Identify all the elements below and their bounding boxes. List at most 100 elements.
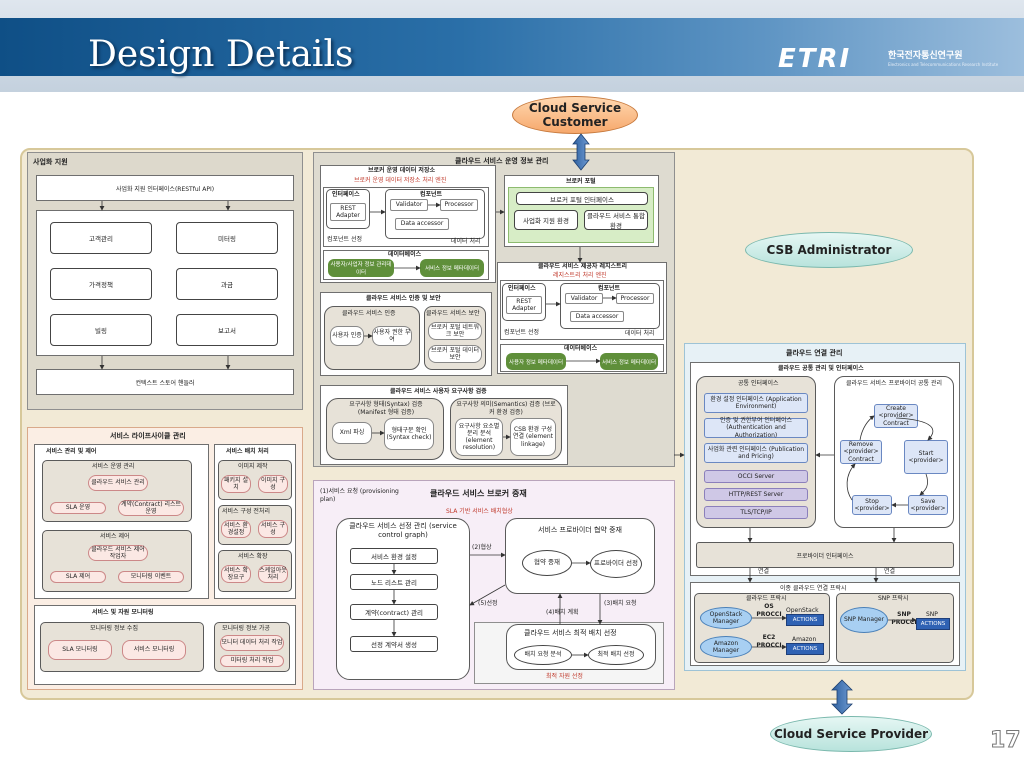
arrow-stop-remove	[846, 463, 856, 501]
provider-mgmt: 클라우드 서비스 프로바이더 공통 관리	[846, 380, 942, 387]
db-meta2: 서비스 정보 메타데이터	[600, 353, 658, 370]
sec-data: 브로커 포털 데이터 보안	[428, 345, 482, 363]
snp-proxy: SNP 프락시	[878, 595, 909, 602]
auth-title: 클라우드 서비스 인증 및 보안	[366, 295, 441, 302]
biz-metering: 미터링	[176, 222, 278, 254]
ops-title: 서비스 운영 관리	[92, 463, 135, 470]
biz-charging: 과금	[176, 268, 278, 300]
provider-double-arrow	[831, 679, 853, 715]
provider-if-box: 프로바이더 인터페이스	[696, 542, 954, 568]
registry-title: 클라우드 서비스 제공자 레지스트리	[538, 263, 628, 270]
auth-user: 사용자 인증	[330, 326, 364, 346]
store-title: 브로커 운영 데이터 저장소	[368, 167, 435, 174]
reg-data-accessor: Data accessor	[570, 311, 624, 322]
cloud-service-customer: Cloud Service Customer	[512, 96, 638, 134]
ext-title: 서비스 확장	[238, 553, 268, 560]
snp-manager: SNP Manager	[840, 607, 888, 633]
csb-administrator: CSB Administrator	[745, 232, 913, 268]
comp-label: 컴포넌트	[420, 191, 443, 198]
reg-comp-label: 컴포넌트	[598, 285, 621, 292]
portal-iface: 브로커 포털 인터페이스	[516, 192, 648, 205]
cloud-proxy: 클라우드 프락시	[746, 595, 787, 602]
step5: (5)선정	[478, 600, 498, 607]
portal-title: 브로커 포털	[566, 178, 596, 185]
openstack-label: OpenStack	[786, 607, 819, 614]
reg-iface-label: 인터페이스	[508, 285, 536, 292]
syntax-title: 요구사항 형태(Syntax) 검증 (Manifest 형태 검증)	[349, 401, 423, 416]
env-config: 서비스 환경설정	[221, 520, 251, 538]
batch-title: 서비스 배치 처리	[226, 448, 269, 455]
reg-data-proc: 데이터 처리	[625, 330, 655, 337]
provider-if: 프로바이더 인터페이스	[796, 552, 854, 560]
provision-label: (1)서비스 요청 (provisioning plan)	[320, 488, 399, 503]
mediation-title: 서비스 프로바이더 협약 중재	[538, 526, 622, 534]
pkg-install: 패키지 설치	[221, 475, 251, 493]
opt-deploy: 최적 배치 선정	[588, 645, 644, 665]
broker-title: 클라우드 서비스 브로커 중재	[430, 489, 527, 498]
logo-english: Electronics and Telecommunications Resea…	[888, 62, 999, 67]
resolution: 요구사항 요소별 분리 분석 (element resolution)	[455, 418, 503, 456]
snp-actions: ACTIONS	[916, 618, 950, 630]
opt-resource: 최적 자원 선정	[546, 673, 583, 680]
arrow-remove-create	[859, 415, 875, 441]
mon-collect: 모니터링 정보 수집	[90, 625, 138, 632]
openstack-manager: OpenStack Manager	[700, 607, 752, 629]
etri-logo: ETRI	[778, 44, 852, 74]
link-2: 연결	[884, 568, 896, 575]
scaling: 스케일아웃 처리	[258, 565, 288, 583]
biz-api-label: 사업화 지원 인터페이스(RESTful API)	[115, 185, 215, 193]
reg-db-label: 데이터베이스	[564, 345, 598, 352]
tls-server: TLS/TCP/IP	[704, 506, 808, 519]
heter-proxy: 이종 클라우드 연결 프락시	[780, 585, 847, 592]
context-store: 컨텍스트 스토어 핸들러	[36, 369, 294, 395]
syntax-check: 형태구문 확인 (Syntax check)	[384, 418, 434, 450]
slide-title: Design Details	[88, 34, 354, 75]
svc-config: 서비스 구성	[258, 520, 288, 538]
arrow-start-save	[919, 473, 928, 496]
info-title: 클라우드 서비스 운영 정보 관리	[455, 157, 549, 165]
amazon-manager: Amazon Manager	[700, 636, 752, 658]
reg-rest-adapter: REST Adapter	[506, 296, 542, 314]
stop-provider: Stop <provider>	[852, 495, 892, 515]
remove-contract: Remove <provider> Contract	[840, 440, 882, 464]
portal-biz: 사업화 지원 환경	[514, 210, 578, 230]
db-user: 사용자/사업자 정보 관리데이터	[328, 259, 394, 277]
graph-title: 클라우드 서비스 선정 관리 (service control graph)	[349, 522, 457, 539]
biz-customer: 고객관리	[50, 222, 152, 254]
metering-job: 미터링 처리 작업	[220, 655, 284, 667]
img-config: 이미지 구성	[258, 475, 288, 493]
context-store-label: 컨텍스트 스토어 핸들러	[135, 379, 195, 387]
biz-pricing: 가격정책	[50, 268, 152, 300]
sla-ctrl: SLA 제어	[50, 571, 106, 583]
mon-title: 서비스 및 자원 모니터링	[92, 609, 154, 616]
save-provider: Save <provider>	[908, 495, 948, 515]
sec-sub: 클라우드 서비스 보안	[426, 310, 480, 317]
ctrl-node: 클라우드 서비스 제어 작업자	[88, 545, 148, 561]
registry-engine: 레지스트리 처리 엔진	[553, 272, 607, 279]
monitor-event: 모니터링 이벤트	[118, 571, 184, 583]
amazon-label: Amazon	[792, 636, 817, 643]
page-number: 17	[990, 728, 1022, 754]
ctrl-title: 서비스 제어	[100, 533, 130, 540]
reg-comp-select: 컴포넌트 선정	[504, 329, 540, 336]
conn-title: 클라우드 연결 관리	[786, 349, 843, 357]
ext-request: 서비스 확장요구	[221, 565, 251, 583]
img-title: 이미지 제작	[238, 463, 268, 470]
store-engine: 브로커 운영 데이터 저장소 처리 엔진	[354, 177, 447, 184]
arrow-select	[469, 584, 506, 606]
start-provider: Start <provider>	[904, 440, 948, 474]
env-set: 서비스 환경 설정	[350, 548, 438, 564]
os-procci: OS PROCCI	[756, 603, 782, 618]
provider-select: 프로바이더 선정	[590, 550, 642, 578]
data-proc: 데이터 처리	[451, 238, 481, 245]
rest-adapter: REST Adapter	[330, 203, 366, 221]
customer-double-arrow	[572, 133, 590, 171]
http-server: HTTP/REST Server	[704, 488, 808, 501]
step4: (4)배치 계획	[546, 609, 579, 616]
reg-validator: Validator	[565, 293, 603, 304]
comp-select: 컴포넌트 선정	[327, 236, 363, 243]
svc-monitoring: 서비스 모니터링	[122, 640, 186, 660]
contract-ops: 계약(Contract) 리스트 운영	[118, 500, 184, 516]
openstack-actions: ACTIONS	[786, 614, 824, 626]
